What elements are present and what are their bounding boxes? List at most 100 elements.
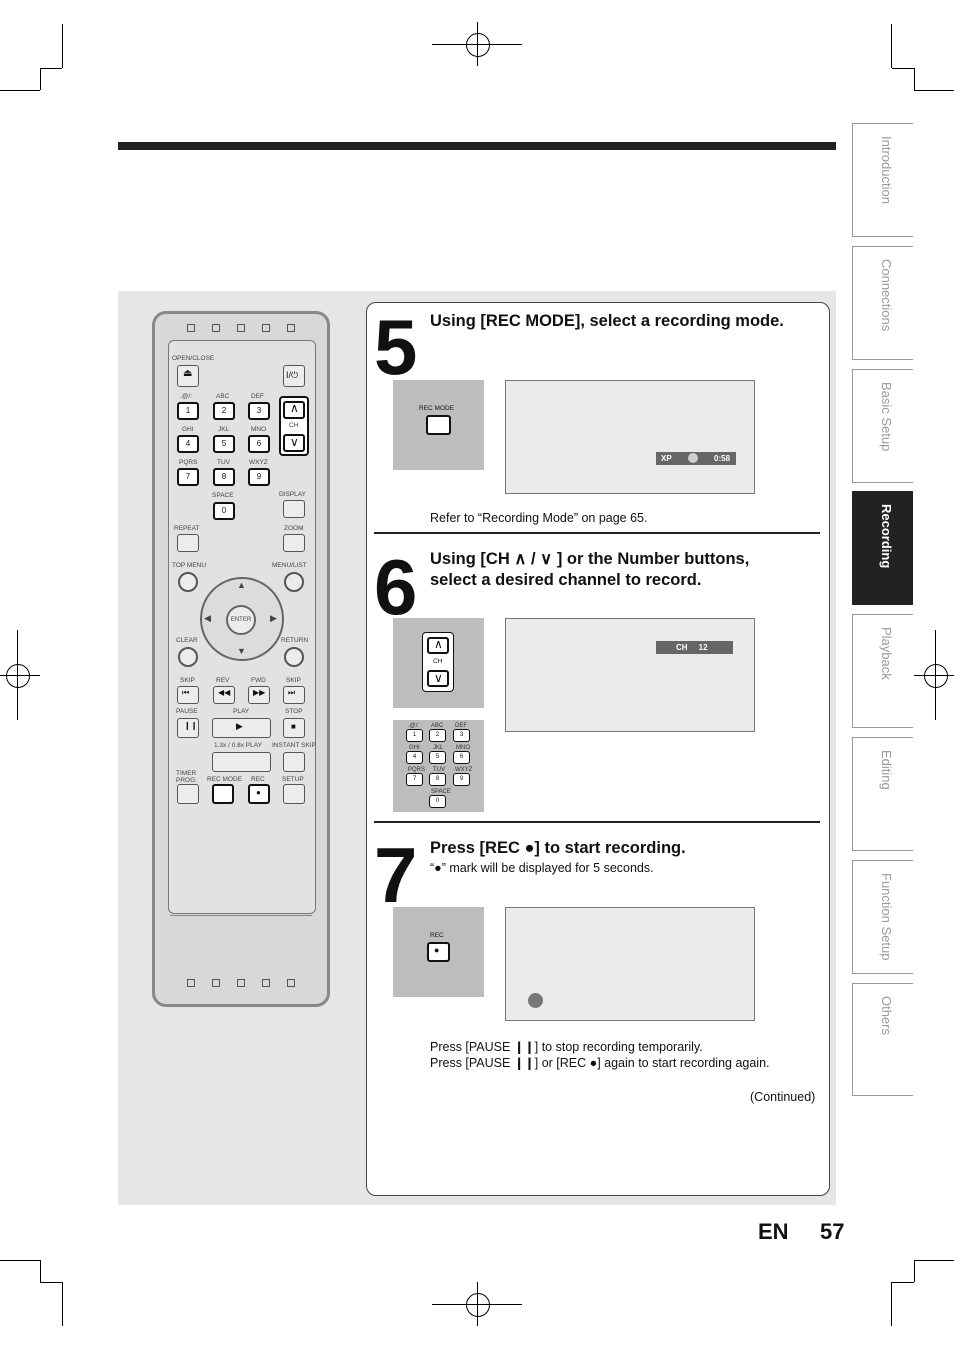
remote-rec-mode-button[interactable]	[212, 784, 234, 804]
remote-led	[262, 324, 270, 332]
top-menu-button[interactable]	[178, 572, 198, 592]
rev-label: REV	[216, 677, 230, 684]
arrow-right-icon: ▶	[270, 613, 277, 623]
setup-button[interactable]	[283, 784, 305, 804]
step-note: Press [PAUSE ❙❙] or [REC ●] again to sta…	[430, 1056, 770, 1070]
crop-mark	[914, 1260, 954, 1261]
skip-label: SKIP	[180, 677, 195, 684]
tab-basic-setup[interactable]: Basic Setup	[852, 369, 913, 483]
skip-back-button[interactable]: ⏮	[177, 686, 199, 704]
key-label: ABC	[216, 393, 230, 400]
key-3[interactable]: 3	[453, 729, 470, 742]
repeat-button[interactable]	[177, 534, 199, 552]
key-4[interactable]: 4	[406, 751, 423, 764]
play-button[interactable]: ▶	[212, 718, 271, 738]
rec-label: REC	[251, 776, 265, 783]
key-label: GHI	[409, 745, 420, 751]
zoom-button[interactable]	[283, 534, 305, 552]
remote-key-2[interactable]: 2	[213, 402, 235, 420]
remote-key-1[interactable]: 1	[177, 402, 199, 420]
registration-mark	[924, 664, 948, 688]
instant-skip-label: INSTANT SKIP	[272, 742, 316, 749]
timer-prog-button[interactable]	[177, 784, 199, 804]
skip-label: SKIP	[286, 677, 301, 684]
remote-key-9[interactable]: 9	[248, 468, 270, 486]
rev-button[interactable]: ◀◀	[213, 686, 235, 704]
crop-mark	[40, 1260, 41, 1282]
key-1[interactable]: 1	[406, 729, 423, 742]
crop-mark	[40, 68, 41, 90]
remote-key-5[interactable]: 5	[213, 435, 235, 453]
remote-led	[237, 979, 245, 987]
key-2[interactable]: 2	[429, 729, 446, 742]
play-speed-button[interactable]	[212, 752, 271, 772]
instant-skip-button[interactable]	[283, 752, 305, 772]
tab-function-setup[interactable]: Function Setup	[852, 860, 913, 974]
clear-button[interactable]	[178, 647, 198, 667]
remote-ch-down-button[interactable]: ∨	[283, 434, 305, 452]
chevron-down-icon: ∨	[434, 671, 443, 685]
tab-label: Introduction	[879, 136, 894, 204]
key-6[interactable]: 6	[453, 751, 470, 764]
repeat-label: REPEAT	[174, 525, 200, 532]
remote-divider	[170, 915, 312, 916]
record-dot-icon: ●	[434, 945, 440, 955]
chevron-up-icon: ∧	[434, 637, 443, 651]
remote-led	[187, 979, 195, 987]
osd-mode: XP	[661, 454, 672, 463]
remote-rec-button[interactable]: ●	[248, 784, 270, 804]
remote-key-8[interactable]: 8	[213, 468, 235, 486]
key-9[interactable]: 9	[453, 773, 470, 786]
crop-mark	[891, 24, 892, 68]
remote-led	[237, 324, 245, 332]
osd-time: 0:58	[714, 454, 731, 463]
arrow-up-icon: ▲	[237, 580, 246, 590]
remote-key-4[interactable]: 4	[177, 435, 199, 453]
key-7[interactable]: 7	[406, 773, 423, 786]
ch-up-button[interactable]: ∧	[427, 637, 449, 654]
enter-button[interactable]: ENTER	[226, 605, 256, 635]
crop-mark	[914, 68, 915, 90]
fwd-button[interactable]: ▶▶	[248, 686, 270, 704]
return-label: RETURN	[281, 637, 309, 644]
tab-others[interactable]: Others	[852, 983, 913, 1096]
clear-label: CLEAR	[176, 637, 198, 644]
remote-key-7[interactable]: 7	[177, 468, 199, 486]
ch-down-button[interactable]: ∨	[427, 670, 449, 687]
step-divider	[374, 821, 820, 823]
open-close-button[interactable]: ⏏	[177, 365, 199, 387]
tab-editing[interactable]: Editing	[852, 737, 913, 851]
remote-ch-up-button[interactable]: ∧	[283, 401, 305, 419]
stop-button[interactable]: ■	[283, 718, 305, 738]
remote-key-6[interactable]: 6	[248, 435, 270, 453]
key-5[interactable]: 5	[429, 751, 446, 764]
key-label: MNO	[456, 745, 470, 751]
crop-mark	[40, 68, 62, 69]
setup-label: SETUP	[282, 776, 304, 783]
pause-button[interactable]: ❙❙	[177, 718, 199, 738]
rec-mode-button[interactable]	[426, 415, 451, 435]
header-rule	[118, 142, 836, 150]
tab-connections[interactable]: Connections	[852, 246, 913, 360]
tab-introduction[interactable]: Introduction	[852, 123, 913, 237]
display-label: DISPLAY	[279, 491, 306, 498]
key-0[interactable]: 0	[429, 795, 446, 808]
remote-led	[212, 324, 220, 332]
return-button[interactable]	[284, 647, 304, 667]
tab-playback[interactable]: Playback	[852, 614, 913, 728]
display-button[interactable]	[283, 500, 305, 518]
pause-icon: ❙❙	[184, 721, 198, 730]
remote-key-0[interactable]: 0	[213, 502, 235, 520]
key-8[interactable]: 8	[429, 773, 446, 786]
stop-icon: ■	[291, 722, 296, 731]
step-heading: Press [REC ●] to start recording.	[430, 839, 686, 857]
menu-list-button[interactable]	[284, 572, 304, 592]
crop-mark	[891, 1282, 892, 1326]
button-label: REC MODE	[419, 405, 455, 412]
tab-recording[interactable]: Recording	[852, 491, 913, 605]
skip-forward-button[interactable]: ⏭	[283, 686, 305, 704]
key-label: PQRS	[179, 459, 198, 466]
remote-key-3[interactable]: 3	[248, 402, 270, 420]
rec-button[interactable]: ●	[427, 942, 450, 962]
power-button[interactable]: I/⏻	[283, 365, 305, 387]
